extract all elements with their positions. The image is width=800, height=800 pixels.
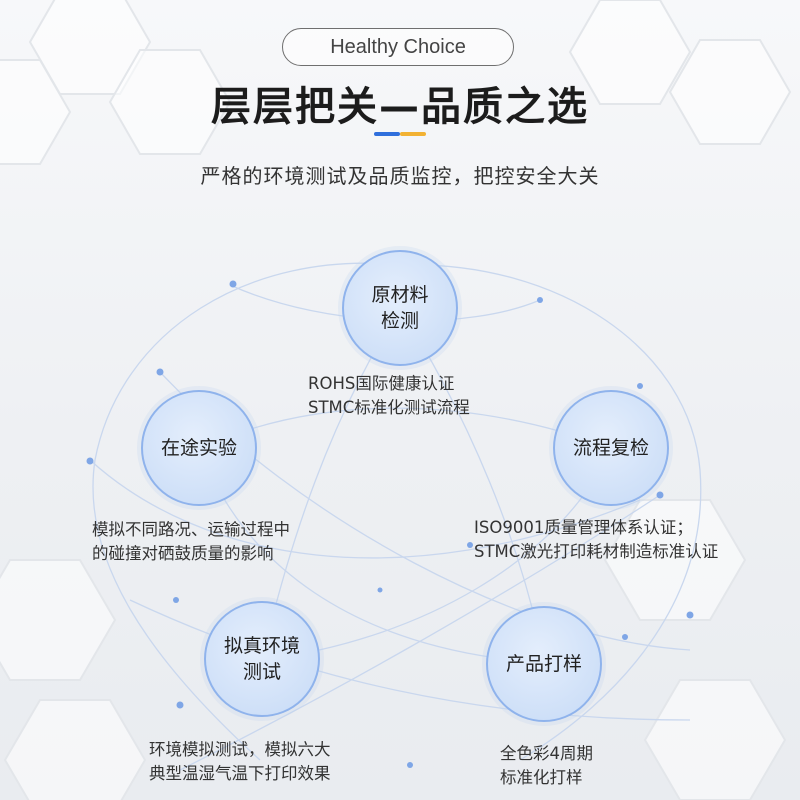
step-node-environment-test: 拟真环境 测试	[204, 601, 320, 717]
step-desc-transit-experiment: 模拟不同路况、运输过程中 的碰撞对硒鼓质量的影响	[92, 520, 290, 563]
page-title: 层层把关—品质之选	[211, 84, 589, 130]
page-subtitle: 严格的环境测试及品质监控，把控安全大关	[200, 164, 600, 188]
step-desc-raw-material: ROHS国际健康认证 STMC标准化测试流程	[308, 374, 470, 417]
healthy-choice-badge: Healthy Choice	[282, 28, 514, 66]
title-underline-blue	[374, 132, 400, 136]
title-underline-yellow	[400, 132, 426, 136]
step-node-product-sampling: 产品打样	[486, 606, 602, 722]
step-desc-process-recheck: ISO9001质量管理体系认证； STMC激光打印耗材制造标准认证	[474, 518, 719, 561]
step-node-process-recheck: 流程复检	[553, 390, 669, 506]
step-desc-environment-test: 环境模拟测试，模拟六大 典型温湿气温下打印效果	[149, 740, 331, 783]
step-desc-product-sampling: 全色彩4周期 标准化打样	[500, 744, 593, 787]
step-node-raw-material: 原材料 检测	[342, 250, 458, 366]
step-node-transit-experiment: 在途实验	[141, 390, 257, 506]
